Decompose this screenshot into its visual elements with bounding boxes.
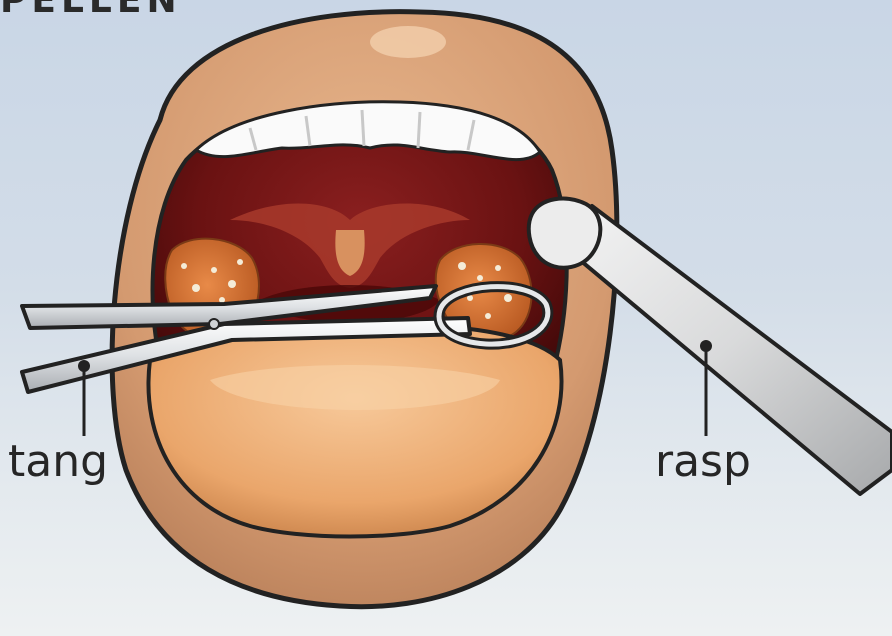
forceps-pivot: [209, 319, 219, 329]
swab-tip: [529, 199, 601, 268]
lip-highlight: [370, 26, 446, 58]
tang-label: tang: [8, 436, 108, 487]
rasp-leader-dot: [700, 340, 712, 352]
tang-leader-dot: [78, 360, 90, 372]
rasp-label: rasp: [655, 436, 751, 487]
diagram-title: PELLEN: [0, 0, 182, 21]
